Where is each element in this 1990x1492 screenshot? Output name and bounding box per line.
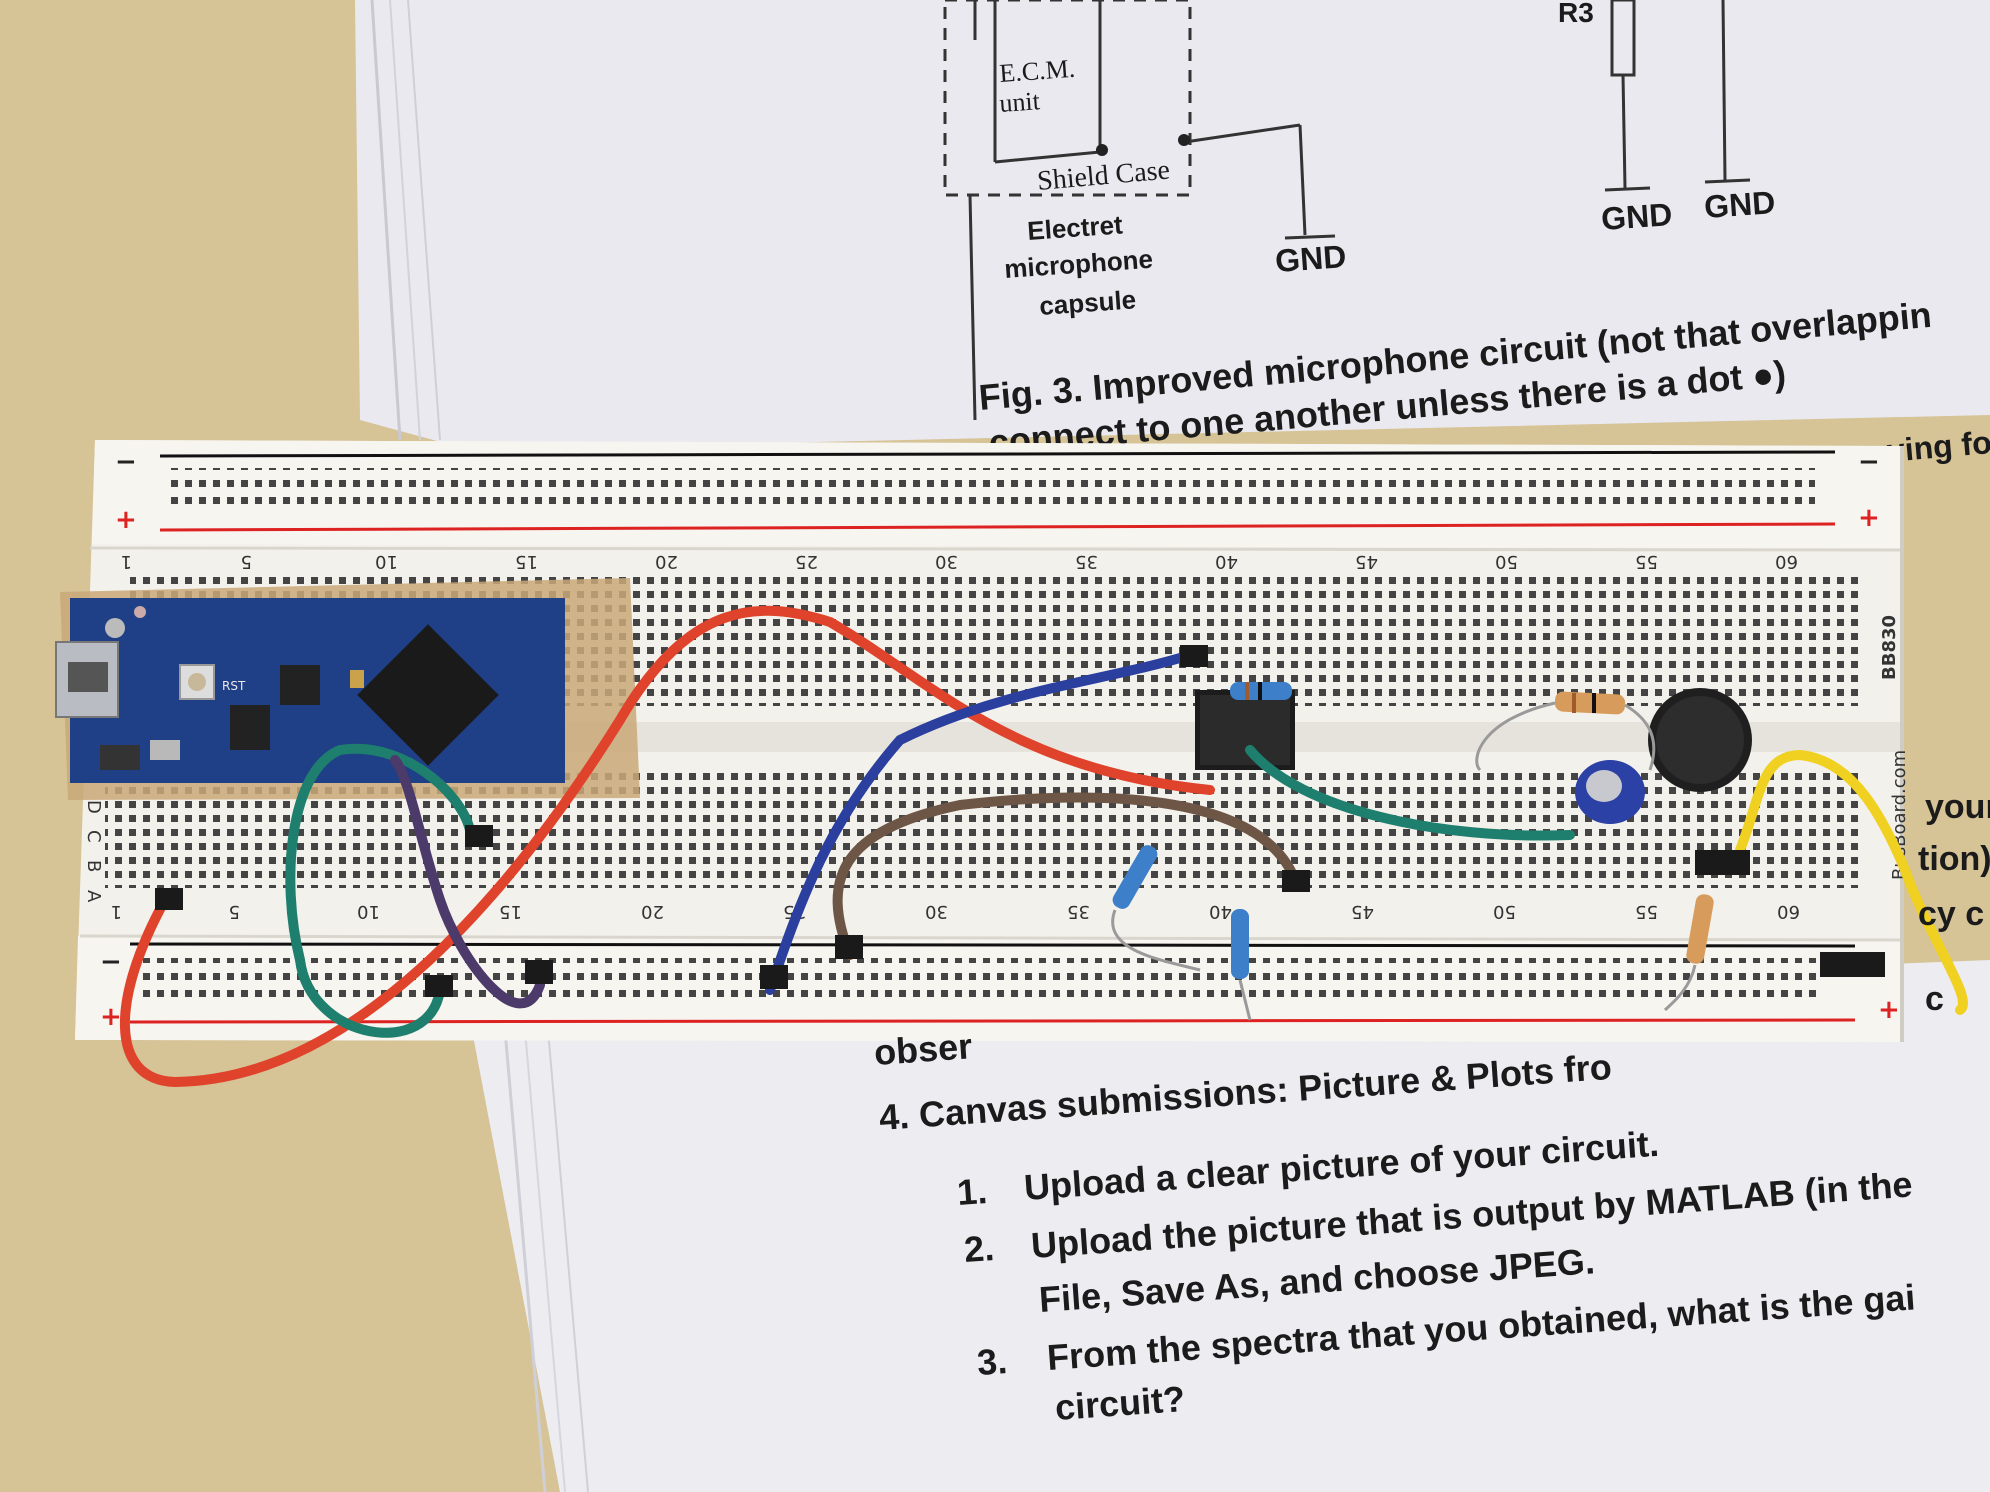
gnd-label: GND [1600,196,1673,237]
margin-fragment: tion) [1918,840,1990,878]
column-number: 15 [515,551,538,572]
column-number: 45 [1355,551,1378,572]
wire-connectors [155,645,1885,997]
row-letter: A [83,890,104,903]
column-number: 10 [357,901,380,922]
column-number: 50 [1495,551,1518,572]
rail-plus-sign: + [1858,503,1880,533]
bottom-positive-rail-line [129,1018,1856,1024]
gnd-label: GND [1703,184,1776,225]
green-wire-left [285,743,475,1038]
rail-plus-sign: + [1878,995,1900,1025]
column-number: 35 [1075,551,1098,572]
microphone-capsule [1648,688,1752,792]
green-wire-right [1245,745,1575,841]
item-3-line-2: circuit? [1054,1378,1187,1428]
rail-minus-sign: − [1858,447,1880,477]
margin-fragment: c [1925,980,1944,1018]
mcu-chip-icon [357,624,499,766]
row-letters: D C B A [83,800,104,903]
junction-dot [1096,144,1108,156]
obser-fragment: obser [873,1025,974,1073]
component-leads [1111,701,1697,1021]
resistor [1230,682,1292,700]
microphone-schematic [943,0,1751,421]
column-number: 20 [641,901,664,922]
item-number: 2. [963,1227,996,1270]
row-letter: C [83,830,104,843]
resistor [1112,845,1158,909]
rail-minus-sign: − [115,447,137,477]
r3-label: R3 [1558,0,1594,28]
top-positive-rail-line [159,522,1836,532]
ecm-label: E.C.M. [998,54,1076,88]
rail-minus-sign: − [100,947,122,977]
ecm-unit-label: unit [998,86,1041,118]
reset-label: RST [222,679,246,693]
bottom-negative-rail-line [129,942,1856,948]
purple-wire [390,755,545,1009]
rail-plus-sign: + [115,505,137,535]
column-number: 20 [655,551,678,572]
column-number: 1 [121,551,132,572]
resistor [1231,909,1249,979]
column-number: 15 [499,901,522,922]
column-number: 5 [229,901,240,922]
instruction-paper [470,960,1990,1492]
junction-dot [1178,134,1190,146]
model-label: BB830 [1879,615,1900,680]
column-number: 40 [1215,551,1238,572]
yellow-wire [1735,749,1968,1015]
schematic-paper [355,0,1990,450]
red-wire [119,605,1215,1088]
top-rail-holes [165,468,1815,512]
column-number: 30 [925,901,948,922]
column-number: 60 [1775,551,1798,572]
column-number: 35 [1067,901,1090,922]
resistor [1686,894,1714,964]
column-number: 55 [1635,551,1658,572]
microcontroller-board: RST [55,578,640,800]
brown-wire [832,792,1300,960]
column-number: 55 [1635,901,1658,922]
column-number: 5 [241,551,252,572]
top-column-numbers: 1 5 10 15 20 25 30 35 40 45 50 55 60 [121,551,1798,572]
margin-fragment: your [1925,788,1990,826]
column-number: 45 [1351,901,1374,922]
column-number: 60 [1777,901,1800,922]
row-letter: B [83,860,104,872]
rail-plus-sign: + [100,1002,122,1032]
blue-wire [765,650,1195,995]
jumper-wires [119,605,1968,1088]
op-amp-chip [1195,690,1295,770]
item-number: 3. [976,1340,1009,1383]
column-number: 30 [935,551,958,572]
top-negative-rail-line [159,450,1836,458]
gnd-label: GND [1274,238,1347,279]
electrolytic-capacitor [1575,760,1645,824]
resistor [1554,691,1626,715]
capsule-label-3: capsule [1038,284,1137,321]
column-number: 10 [375,551,398,572]
column-number: 1 [111,901,122,922]
margin-fragment: cy c [1918,895,1984,933]
column-number: 40 [1209,901,1232,922]
column-number: 25 [795,551,818,572]
item-number: 1. [956,1170,989,1213]
column-number: 50 [1493,901,1516,922]
row-letter: D [83,800,104,814]
capsule-label-1: Electret [1026,209,1124,246]
